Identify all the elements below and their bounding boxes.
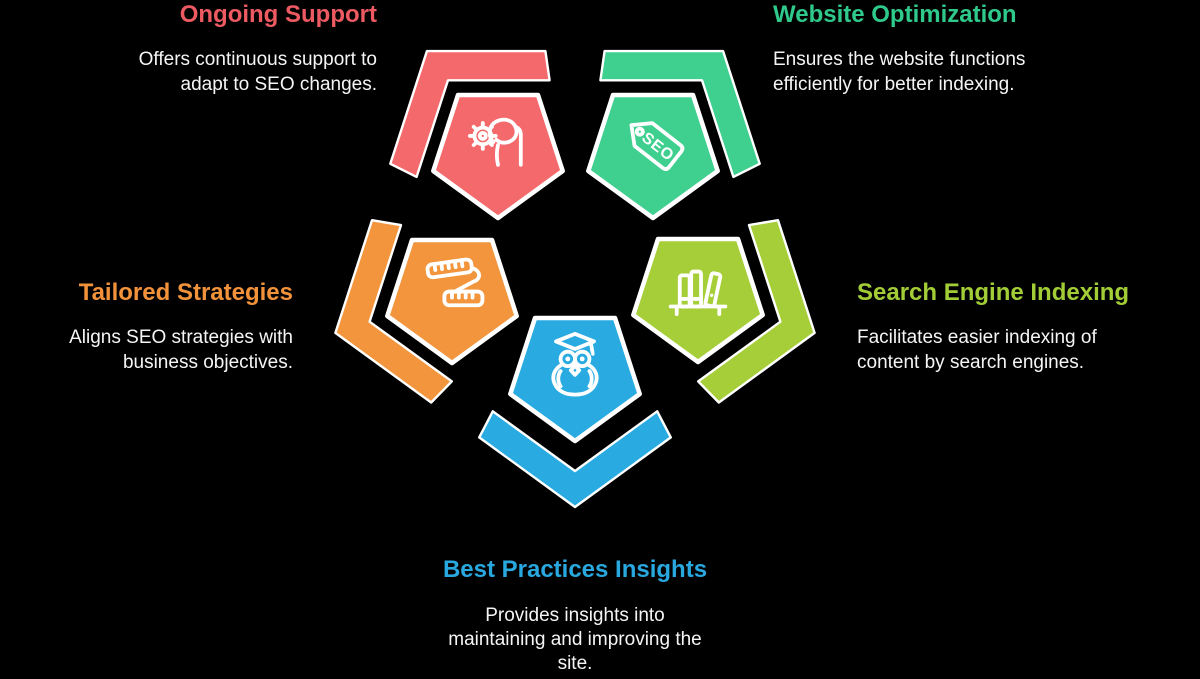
best-practices-insights-chevron [478, 410, 672, 509]
ongoing-support-shape [389, 49, 565, 221]
website-optimization-description: Ensures the website functions efficientl… [773, 48, 1026, 95]
search-engine-indexing-description: Facilitates easier indexing of content b… [857, 326, 1097, 373]
graduate-owl-icon [551, 331, 599, 397]
website-optimization-label: Website Optimization Ensures the website… [773, 1, 1063, 97]
bookshelf-icon [668, 269, 728, 317]
tailored-strategies-shape [334, 218, 519, 404]
tailored-strategies-title: Tailored Strategies [78, 279, 293, 306]
website-optimization-title: Website Optimization [773, 1, 1017, 28]
best-practices-insights-title: Best Practices Insights [442, 556, 708, 583]
search-engine-indexing-label: Search Engine Indexing Facilitates easie… [857, 279, 1157, 375]
best-practices-insights-description: Provides insights into maintaining and i… [448, 604, 702, 674]
hand-holding-gear-icon [467, 117, 523, 167]
tailored-strategies-pentagon [385, 237, 519, 366]
ongoing-support-title: Ongoing Support [179, 1, 377, 28]
search-engine-indexing-title: Search Engine Indexing [857, 279, 1130, 306]
website-optimization-pentagon [586, 92, 720, 221]
tailored-strategies-chevron [334, 218, 453, 404]
tailored-strategies-label: Tailored Strategies Aligns SEO strategie… [33, 279, 293, 375]
ongoing-support-label: Ongoing Support Offers continuous suppor… [92, 1, 377, 97]
search-engine-indexing-chevron [697, 218, 816, 404]
ongoing-support-description: Offers continuous support to adapt to SE… [138, 48, 377, 95]
best-practices-insights-shape [478, 315, 672, 509]
website-optimization-shape: SEO [586, 49, 761, 221]
search-engine-indexing-shape [631, 218, 816, 404]
measuring-tape-icon [425, 257, 485, 308]
best-practices-insights-label: Best Practices Insights Provides insight… [435, 556, 715, 676]
ongoing-support-chevron [389, 49, 551, 179]
website-optimization-chevron [599, 49, 761, 179]
best-practices-insights-pentagon [508, 315, 642, 444]
tailored-strategies-description: Aligns SEO strategies with business obje… [69, 326, 293, 373]
